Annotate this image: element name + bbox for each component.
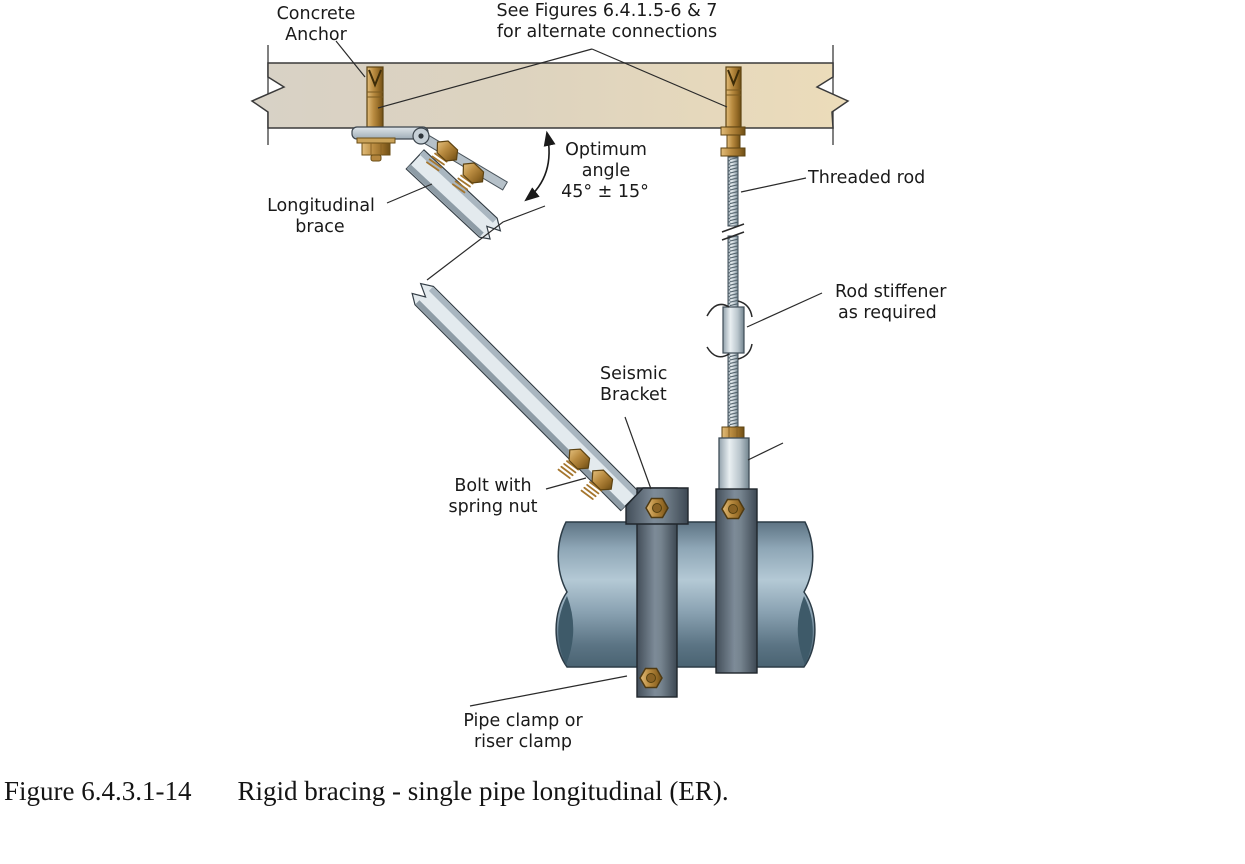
label-rod-stiffener: as required [838, 303, 937, 323]
hanger-cylinder [718, 437, 750, 494]
anchor-notch [727, 69, 740, 87]
rod-stiffener [706, 300, 753, 360]
concrete-anchor-right [725, 66, 742, 128]
label-optimum-angle: Optimum [565, 140, 647, 160]
label-concrete-anchor: Concrete [277, 4, 356, 24]
label-seismic-bracket: Seismic [600, 364, 667, 384]
leader-concrete-anchor [335, 40, 366, 78]
leader-seismic-bracket [624, 416, 652, 490]
figure-caption: Figure 6.4.3.1-14 Rigid bracing - single… [4, 776, 729, 807]
hex-bolt [639, 667, 663, 689]
leader-hanger-cylinder [747, 442, 784, 461]
hex-bolt [721, 498, 745, 520]
hex-bolt [568, 448, 591, 470]
hex-bolt [436, 140, 459, 162]
label-rod-stiffener: Rod stiffener [835, 282, 947, 302]
label-bolt-spring-nut: Bolt with [454, 476, 531, 496]
pipe [555, 521, 816, 668]
label-threaded-rod: Threaded rod [807, 168, 925, 188]
threaded-rod [721, 156, 745, 428]
anchor-washer [356, 137, 396, 144]
labels: Concrete Anchor See Figures 6.4.1.5-6 & … [267, 1, 947, 752]
label-optimum-angle: angle [582, 161, 631, 181]
pipe-end-right [797, 596, 813, 665]
hex-bolt [462, 162, 485, 184]
hex-bolt [645, 497, 669, 519]
label-optimum-angle: 45° ± 15° [561, 182, 649, 202]
hex-bolt [591, 469, 614, 491]
label-concrete-anchor: Anchor [285, 25, 347, 45]
label-seismic-bracket: Bracket [600, 385, 667, 405]
figure-caption-number: Figure 6.4.3.1-14 [4, 776, 192, 806]
figure-caption-title: Rigid bracing - single pipe longitudinal… [237, 776, 729, 806]
leader-longitudinal-brace [386, 183, 433, 204]
leader-see-figures-left [377, 48, 593, 109]
leader-see-figures-right [591, 48, 728, 108]
label-bolt-spring-nut: spring nut [448, 497, 537, 517]
rod-break-marks [721, 223, 745, 241]
label-longitudinal-brace: Longitudinal [267, 196, 375, 216]
label-pipe-clamp: Pipe clamp or [463, 711, 583, 731]
concrete-slab [251, 62, 849, 129]
pipe-end-left [558, 596, 574, 665]
label-pipe-clamp: riser clamp [474, 732, 572, 752]
label-see-figures: See Figures 6.4.1.5-6 & 7 [497, 1, 718, 21]
rod-nut [721, 426, 745, 439]
label-longitudinal-brace: brace [295, 217, 344, 237]
rod-coupling [720, 126, 746, 157]
clamp-bolts [639, 497, 745, 689]
angle-arc-arrow [524, 130, 556, 202]
hinge-pin-hole [418, 133, 424, 139]
pipe-clamp-right [715, 488, 758, 674]
leader-pipe-clamp [469, 675, 628, 707]
longitudinal-brace-upper [405, 149, 502, 240]
leader-bolt-spring-nut [545, 477, 587, 490]
label-see-figures: for alternate connections [497, 22, 717, 42]
anchor-nut [361, 142, 391, 162]
bolt-spring-assembly [425, 140, 485, 194]
leader-lines [335, 40, 823, 707]
brace-break-line [426, 205, 546, 281]
bolt-spring-assembly [557, 448, 614, 500]
leader-rod-stiffener [746, 292, 823, 328]
anchor-notch [368, 69, 382, 88]
leader-threaded-rod [740, 177, 807, 193]
